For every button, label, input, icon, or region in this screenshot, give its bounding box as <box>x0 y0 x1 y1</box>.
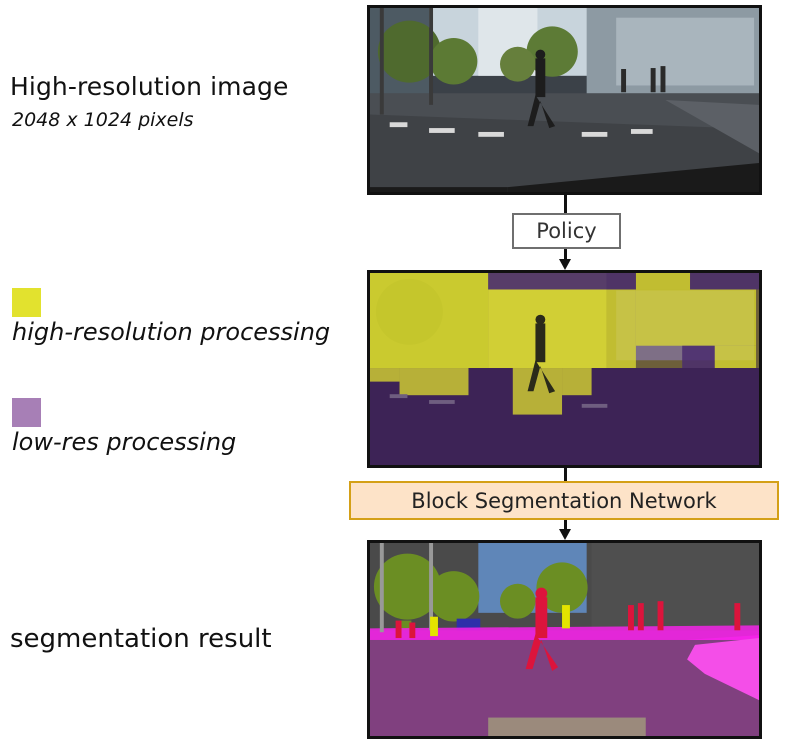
connector-line <box>564 249 567 260</box>
input-street-image <box>367 5 762 195</box>
network-label: Block Segmentation Network <box>411 488 717 513</box>
legend-label-low-res: low-res processing <box>12 428 237 456</box>
connector-line <box>564 195 567 213</box>
connector-line <box>564 520 567 530</box>
block-segmentation-network-box: Block Segmentation Network <box>349 481 779 520</box>
legend-swatch-high-res <box>12 288 41 317</box>
policy-block-map-image <box>367 270 762 468</box>
policy-box: Policy <box>512 213 621 249</box>
arrow-down-icon <box>559 259 571 270</box>
segmentation-result-image <box>367 540 762 739</box>
legend-swatch-low-res <box>12 398 41 427</box>
arrow-down-icon <box>559 529 571 540</box>
segmentation-result-label: segmentation result <box>10 624 272 654</box>
input-image-resolution: 2048 x 1024 pixels <box>12 109 194 131</box>
policy-label: Policy <box>536 219 597 243</box>
connector-line <box>564 468 567 481</box>
legend-label-high-res: high-resolution processing <box>12 318 331 346</box>
input-image-title: High-resolution image <box>10 72 289 101</box>
